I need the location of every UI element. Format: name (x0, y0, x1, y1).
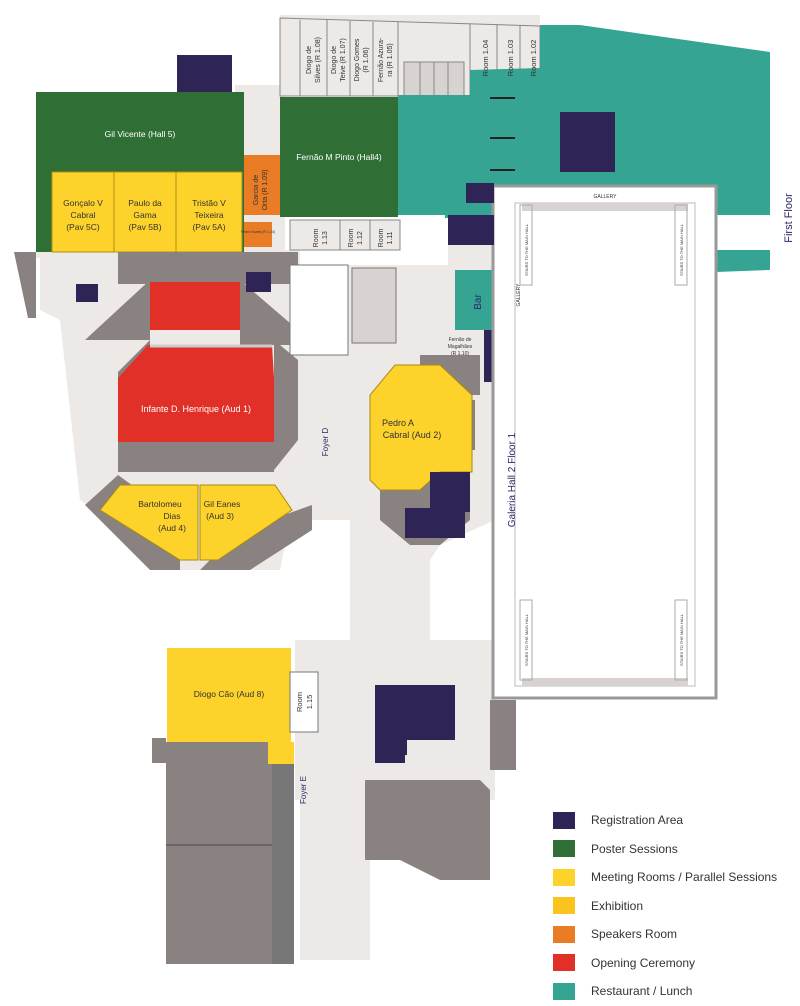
legend-label: Opening Ceremony (591, 955, 696, 970)
lower-section (152, 648, 516, 964)
label-r106-2: (R 1.06) (363, 47, 370, 72)
label-stairs-4: STAIRS TO THE MAIN HALL (679, 613, 684, 666)
label-room-113-2: 1.13 (322, 231, 329, 245)
label-stairs-1: STAIRS TO THE MAIN HALL (524, 223, 529, 276)
label-goncalo-2: Cabral (70, 210, 95, 220)
label-gil-eanes-2: (Aud 3) (206, 511, 234, 521)
legend-label: Meeting Rooms / Parallel Sessions (591, 870, 778, 885)
legend-item-registration: Registration Area (553, 806, 793, 835)
label-magalhaes-1: Fernão de (449, 337, 472, 343)
room-tristao (175, 171, 243, 253)
diogo-cao-auditorium (167, 648, 291, 743)
legend-swatch (553, 897, 575, 915)
legend-swatch (553, 954, 575, 972)
legend-label: Restaurant / Lunch (591, 984, 693, 999)
label-gallery-side: GALLERY (516, 283, 522, 307)
label-paulo-2: Gama (133, 210, 156, 220)
label-room-112-1: Room (348, 229, 355, 248)
label-room-111-1: Room (378, 229, 385, 248)
label-gil-eanes-1: Gil Eanes (204, 499, 241, 509)
opening-ceremony-area (118, 282, 274, 442)
restroom-block-restaurant (560, 112, 615, 172)
label-r104: Room 1.04 (481, 40, 490, 77)
label-room-111-2: 1.11 (387, 231, 394, 244)
legend-label: Poster Sessions (591, 841, 678, 856)
label-paulo-1: Paulo da (128, 198, 162, 208)
legend-item-opening: Opening Ceremony (553, 949, 793, 978)
label-gallery-top: GALLERY (594, 194, 618, 200)
room-goncalo (51, 171, 115, 253)
label-room-115-2: 1.15 (305, 695, 314, 710)
label-bartolomeu-1: Bartolomeu (138, 499, 182, 509)
label-foyer-e: Foyer E (299, 776, 308, 804)
label-r108-1: Diogo de (306, 46, 313, 74)
label-garcia-2: Orta (R 1.09) (262, 170, 269, 211)
fernao-pinto-hall (280, 97, 398, 217)
label-infante: Infante D. Henrique (Aud 1) (141, 404, 251, 414)
infante-auditorium (118, 345, 274, 442)
label-galeria: Galeria Hall 2 Floor 1 (507, 432, 518, 527)
legend-item-poster: Poster Sessions (553, 835, 793, 864)
galeria-hall (491, 184, 718, 700)
legend-swatch (553, 811, 575, 829)
label-room-113-1: Room (313, 229, 320, 248)
speakers-room-garcia (244, 155, 280, 215)
label-magalhaes-3: (R 1.10) (451, 351, 469, 357)
label-goncalo-1: Gonçalo V (63, 198, 103, 208)
label-r105-1: Fernão Azura- (378, 37, 385, 82)
room-paulo (113, 171, 177, 253)
gil-eanes-auditorium (199, 484, 293, 561)
label-gil-vicente: Gil Vicente (Hall 5) (105, 129, 176, 139)
label-tristao-3: (Pav 5A) (192, 222, 225, 232)
label-tristao-1: Tristão V (192, 198, 226, 208)
label-r103: Room 1.03 (506, 40, 515, 77)
label-bar: Bar (473, 294, 484, 310)
label-r107-1: Diogo de (331, 46, 338, 74)
speakers-room-pedro-nunes (244, 222, 272, 247)
label-room-115-1: Room (295, 692, 304, 712)
legend-swatch (553, 982, 575, 1000)
legend-swatch (553, 925, 575, 943)
legend-item-exhibition: Exhibition (553, 892, 793, 921)
label-pedro-cabral-1: Pedro A (382, 418, 414, 428)
restroom-block-lower (375, 685, 455, 740)
legend-item-speakers: Speakers Room (553, 920, 793, 949)
label-r102: Room 1.02 (529, 40, 538, 77)
label-pedro-cabral-2: Cabral (Aud 2) (383, 430, 442, 440)
legend-item-restaurant: Restaurant / Lunch (553, 977, 793, 1006)
label-foyer-d: Foyer D (321, 428, 330, 457)
label-stairs-2: STAIRS TO THE MAIN HALL (679, 223, 684, 276)
label-r107-2: Teive (R 1.07) (340, 38, 347, 82)
map-legend: Registration Area Poster Sessions Meetin… (553, 806, 793, 1006)
label-stairs-3: STAIRS TO THE MAIN HALL (524, 613, 529, 666)
map-labels: Gil Vicente (Hall 5) Fernão M Pinto (Hal… (63, 37, 795, 804)
legend-swatch (553, 868, 575, 886)
rooms-111-113 (289, 219, 401, 251)
legend-item-meeting: Meeting Rooms / Parallel Sessions (553, 863, 793, 892)
label-first-floor: First Floor (783, 193, 795, 243)
label-r106-1: Diogo Gomes (354, 38, 361, 81)
legend-label: Speakers Room (591, 927, 678, 942)
label-magalhaes-2: Magalhães (448, 344, 473, 350)
label-diogo-cao: Diogo Cão (Aud 8) (194, 689, 265, 699)
label-fernao-pinto: Fernão M Pinto (Hall4) (296, 152, 382, 162)
label-r105-2: ra (R 1.05) (387, 43, 394, 76)
pavilion-rooms (51, 171, 243, 253)
legend-label: Registration Area (591, 813, 684, 828)
label-room-112-2: 1.12 (357, 231, 364, 245)
registration-blocks (76, 55, 494, 755)
bar-area (455, 270, 495, 330)
label-bartolomeu-2: Dias (163, 511, 180, 521)
legend-label: Exhibition (591, 898, 644, 913)
label-tristao-2: Teixeira (194, 210, 224, 220)
label-garcia-1: Garcia de (253, 175, 260, 205)
legend-swatch (553, 840, 575, 858)
bartolomeu-auditorium (99, 484, 199, 561)
label-r108-2: Silves (R 1.08) (315, 37, 322, 83)
label-goncalo-3: (Pav 5C) (66, 222, 100, 232)
label-pedro-nunes: Pedro Nunes (R 1.14) (241, 230, 275, 234)
label-bartolomeu-3: (Aud 4) (158, 523, 186, 533)
label-paulo-3: (Pav 5B) (128, 222, 161, 232)
